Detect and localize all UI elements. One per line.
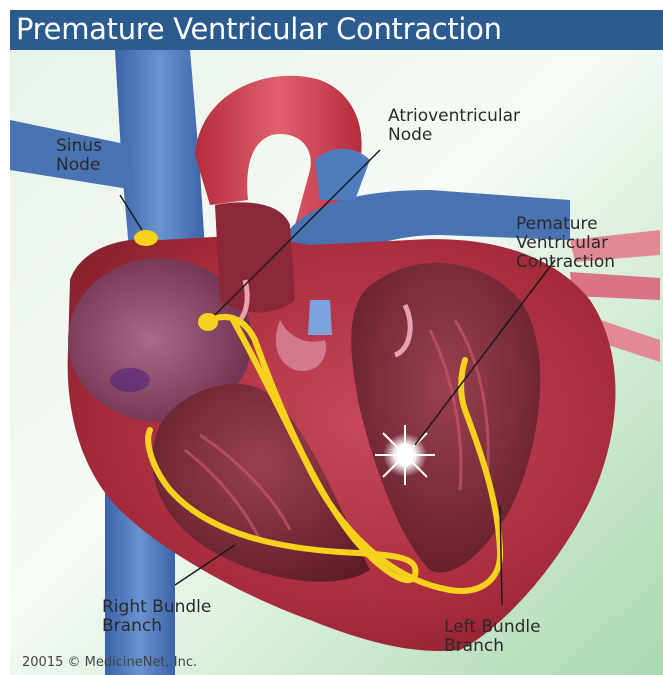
copyright-notice: 20015 © MedicineNet, Inc. — [22, 655, 197, 670]
atrium-fossa — [110, 368, 150, 392]
label-sinus-node-line-1: Sinus — [56, 137, 102, 156]
pvc-spark — [375, 425, 435, 485]
label-left-bundle-line-2: Branch — [444, 637, 541, 656]
label-pvc-line-2: Ventricular — [516, 234, 615, 253]
label-right-bundle-line-1: Right Bundle — [102, 598, 211, 617]
label-right-bundle: Right Bundle Branch — [102, 598, 211, 636]
label-av-node-line-2: Node — [388, 126, 520, 145]
diagram-title: Premature Ventricular Contraction — [16, 12, 502, 46]
label-av-node: Atrioventricular Node — [388, 107, 520, 145]
heart-illustration-svg — [10, 50, 663, 675]
label-left-bundle-line-1: Left Bundle — [444, 618, 541, 637]
label-pvc-line-3: Contraction — [516, 253, 615, 272]
left-atrium — [215, 202, 295, 312]
heart-illustration — [10, 50, 663, 675]
label-sinus-node-line-2: Node — [56, 156, 102, 175]
label-sinus-node: Sinus Node — [56, 137, 102, 175]
label-pvc-line-1: Pemature — [516, 215, 615, 234]
title-bar: Premature Ventricular Contraction — [10, 10, 663, 50]
sinus-node — [134, 230, 158, 246]
label-av-node-line-1: Atrioventricular — [388, 107, 520, 126]
label-left-bundle: Left Bundle Branch — [444, 618, 541, 656]
label-right-bundle-line-2: Branch — [102, 617, 211, 636]
label-pvc: Pemature Ventricular Contraction — [516, 215, 615, 272]
